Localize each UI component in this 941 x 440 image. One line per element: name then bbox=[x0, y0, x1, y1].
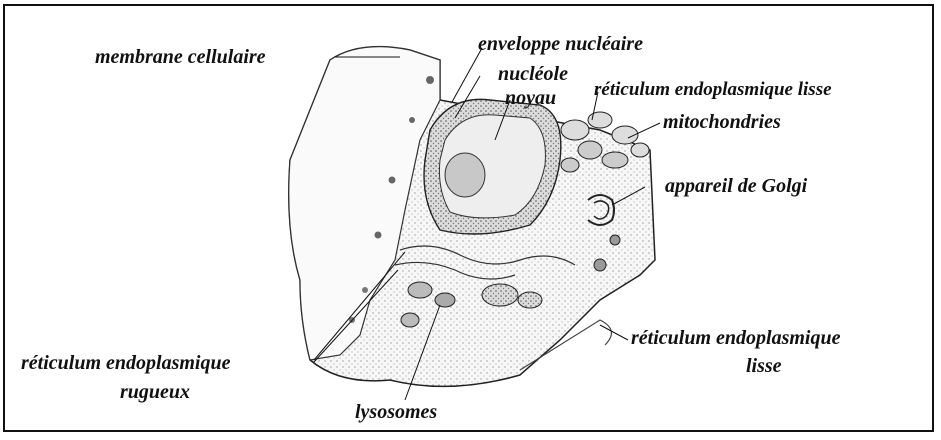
label-nucleole: nucléole bbox=[498, 63, 568, 85]
label-reticulum-lisse-top: réticulum endoplasmique lisse bbox=[594, 79, 832, 100]
label-reticulum-lisse-bottom-line1: réticulum endoplasmique bbox=[631, 327, 841, 349]
label-reticulum-lisse-bottom-line2: lisse bbox=[746, 355, 782, 377]
nucleus-shape bbox=[424, 99, 561, 234]
label-lysosomes: lysosomes bbox=[355, 401, 437, 423]
label-reticulum-rugueux-line1: réticulum endoplasmique bbox=[21, 352, 231, 374]
label-noyau: noyau bbox=[505, 87, 556, 109]
label-reticulum-rugueux-line2: rugueux bbox=[120, 381, 190, 403]
label-membrane-cellulaire: membrane cellulaire bbox=[95, 46, 266, 68]
label-appareil-golgi: appareil de Golgi bbox=[665, 175, 808, 197]
label-mitochondries: mitochondries bbox=[663, 111, 781, 133]
label-enveloppe-nucleaire: enveloppe nucléaire bbox=[478, 33, 643, 55]
